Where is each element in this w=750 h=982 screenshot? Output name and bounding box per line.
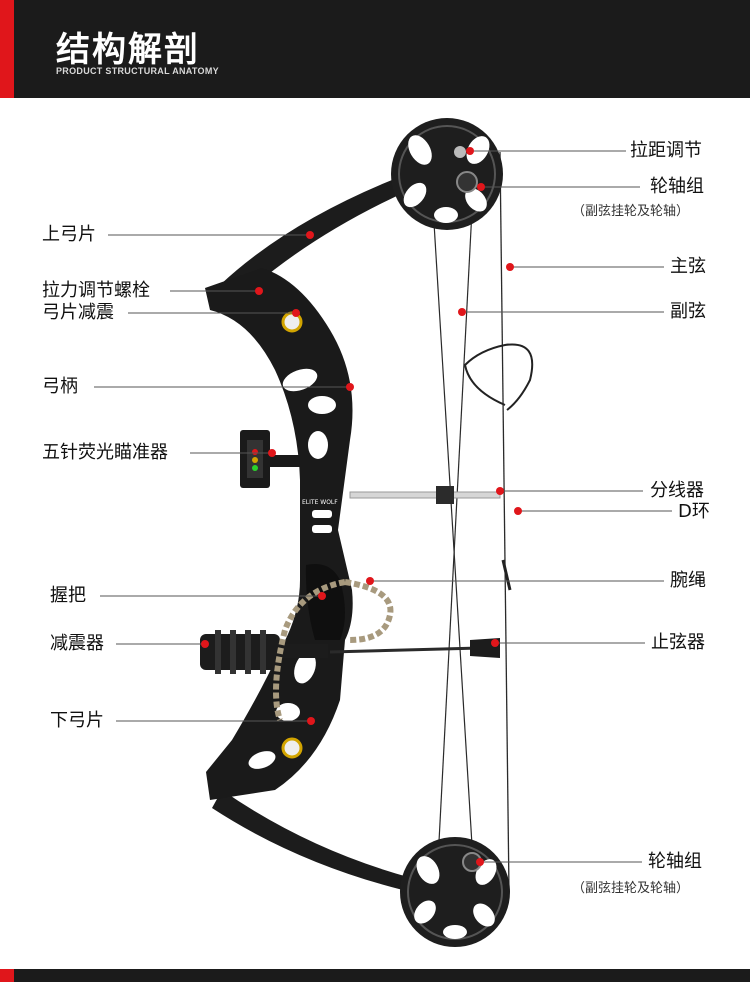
page-title: 结构解剖	[56, 30, 200, 70]
label-draw-weight-bolt: 拉力调节螺栓	[42, 280, 150, 301]
label-limb-dampener: 弓片减震	[42, 302, 114, 323]
cable-1	[431, 189, 473, 846]
wrist-sling	[273, 579, 394, 721]
bow-anatomy-diagram: ELITE WOLF	[94, 118, 672, 947]
accent-bar	[0, 0, 14, 98]
d-loop-string	[463, 343, 534, 411]
marker-wrist-sling	[366, 577, 374, 585]
top-cam	[391, 118, 503, 230]
marker-limb-dampener	[292, 309, 300, 317]
label-lower-limb: 下弓片	[50, 710, 104, 731]
marker-riser	[346, 383, 354, 391]
string-stop-rod	[329, 646, 481, 654]
label-cam-assembly-top-note: （副弦挂轮及轮轴）	[572, 204, 690, 219]
label-cable: 副弦	[670, 301, 706, 322]
marker-sight	[268, 449, 276, 457]
label-grip: 握把	[50, 585, 86, 606]
marker-string-stop	[491, 639, 499, 647]
marker-draw-length	[466, 147, 474, 155]
peep-sight	[501, 559, 512, 591]
label-cam-assembly-top: 轮轴组	[650, 176, 704, 197]
main-string	[499, 151, 510, 893]
label-cable-slide: 分线器	[650, 480, 704, 501]
marker-grip	[318, 592, 326, 600]
marker-cable	[458, 308, 466, 316]
page-subtitle: PRODUCT STRUCTURAL ANATOMY	[56, 66, 219, 76]
sight	[240, 430, 305, 488]
label-cam-assembly-bottom: 轮轴组	[648, 851, 702, 872]
marker-cable-slide	[496, 487, 504, 495]
bottom-cam	[400, 837, 510, 947]
label-sight: 五针荧光瞄准器	[42, 442, 168, 463]
marker-stabilizer	[201, 640, 209, 648]
marker-main-string	[506, 263, 514, 271]
footer-accent-bar	[0, 969, 14, 982]
leader-lines	[94, 150, 672, 863]
lower-limb	[212, 790, 440, 898]
marker-cam-top	[477, 183, 485, 191]
stabilizer	[200, 630, 328, 674]
label-wrist-sling: 腕绳	[670, 570, 706, 591]
label-d-loop: D环	[678, 501, 710, 522]
page-footer	[0, 969, 750, 982]
marker-draw-weight-bolt	[255, 287, 263, 295]
label-upper-limb: 上弓片	[42, 224, 96, 245]
label-main-string: 主弦	[670, 256, 706, 277]
label-string-stop: 止弦器	[651, 632, 705, 653]
cable-2	[436, 209, 473, 881]
upper-limb	[220, 162, 445, 300]
label-cam-assembly-bottom-note: （副弦挂轮及轮轴）	[572, 881, 690, 896]
marker-upper-limb	[306, 231, 314, 239]
riser: ELITE WOLF	[205, 268, 353, 800]
cable-slide	[436, 486, 454, 504]
page-header: 结构解剖 PRODUCT STRUCTURAL ANATOMY	[0, 0, 750, 98]
marker-cam-bottom	[476, 858, 484, 866]
label-riser: 弓柄	[42, 376, 78, 397]
label-draw-length-adjust: 拉距调节	[630, 140, 702, 161]
brand-text: ELITE WOLF	[302, 499, 338, 506]
markers	[201, 147, 522, 866]
cable-guard-rod	[349, 491, 501, 499]
marker-d-loop	[514, 507, 522, 515]
strings	[431, 151, 510, 893]
marker-lower-limb	[307, 717, 315, 725]
label-stabilizer: 减震器	[50, 633, 104, 654]
